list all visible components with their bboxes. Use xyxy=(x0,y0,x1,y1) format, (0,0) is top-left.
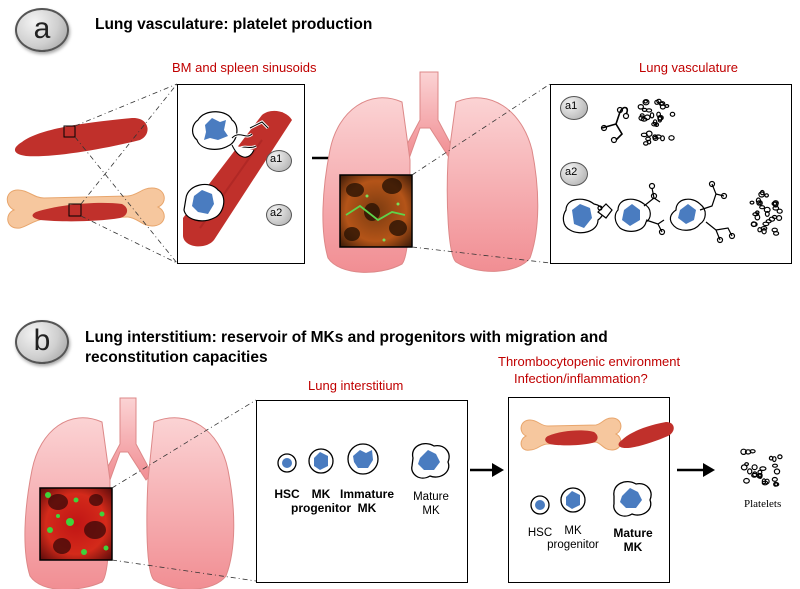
platelet xyxy=(761,480,769,486)
tag-a2-circle xyxy=(266,204,292,226)
immature-mk-label-1: Immature xyxy=(339,487,395,501)
platelet xyxy=(777,454,783,460)
platelet xyxy=(664,103,670,108)
panel-b-badge: b xyxy=(15,320,69,364)
tag-right-a2: a2 xyxy=(565,166,578,178)
mk-progenitor-label-1: MK xyxy=(311,487,331,501)
lung-vasculature-label: Lung vasculature xyxy=(639,60,739,75)
platelet xyxy=(657,114,664,121)
platelet-cluster-b xyxy=(740,448,783,487)
platelet xyxy=(754,210,760,215)
platelet xyxy=(772,201,779,208)
platelet xyxy=(669,111,676,117)
platelet xyxy=(743,477,750,484)
tag-a1: a1 xyxy=(270,153,283,165)
platelet xyxy=(757,472,763,478)
env-label-line1: Thrombocytopenic environment xyxy=(498,354,681,369)
platelet xyxy=(771,463,778,468)
mature-mk-label-2: MK xyxy=(422,505,440,517)
platelet xyxy=(749,449,756,454)
panel-a-badge: a xyxy=(15,8,69,52)
tag-right-a1: a1 xyxy=(565,100,578,112)
platelet xyxy=(754,214,761,221)
platelet xyxy=(759,205,766,210)
mature-mk-label-2-1: Mature xyxy=(613,526,653,540)
platelet xyxy=(771,476,778,482)
platelet xyxy=(759,466,767,472)
platelet xyxy=(654,99,660,105)
env-label-line2: Infection/inflammation? xyxy=(514,371,648,386)
tag-right-a1-circle xyxy=(560,96,588,120)
platelet xyxy=(644,114,651,121)
tag-right-a2-circle xyxy=(560,162,588,186)
platelet xyxy=(776,208,783,214)
mk-progenitor-label-2-2: progenitor xyxy=(547,539,599,551)
platelet xyxy=(764,210,770,217)
platelet xyxy=(773,481,779,487)
hsc-label: HSC xyxy=(274,487,300,501)
mk-progenitor-label-2-1: MK xyxy=(564,525,582,537)
immature-mk-label-2: MK xyxy=(357,501,377,515)
platelet xyxy=(758,200,763,206)
mature-mk-label-1: Mature xyxy=(413,491,449,503)
platelet-cluster-a1 xyxy=(637,98,676,146)
panel-b-title-line1: Lung interstitium: reservoir of MKs and … xyxy=(85,329,608,346)
platelet xyxy=(771,214,778,220)
mk-progenitor-label-2: progenitor xyxy=(291,501,351,515)
platelet xyxy=(747,468,753,475)
mature-mk-label-2-2: MK xyxy=(623,540,643,554)
platelet xyxy=(768,455,774,461)
interstitium-label: Lung interstitium xyxy=(308,378,404,393)
panel-a-title: Lung vasculature: platelet production xyxy=(95,16,373,33)
platelets-label: Platelets xyxy=(744,498,782,510)
platelet xyxy=(740,448,747,455)
platelet xyxy=(657,116,663,123)
platelet xyxy=(645,108,653,113)
tag-a2: a2 xyxy=(270,207,283,219)
platelet xyxy=(752,471,758,478)
platelet xyxy=(637,104,645,110)
platelet xyxy=(771,227,778,233)
platelet xyxy=(773,468,781,475)
platelet xyxy=(764,193,769,198)
platelet xyxy=(757,226,763,233)
sinusoids-label: BM and spleen sinusoids xyxy=(172,60,317,75)
platelet xyxy=(643,99,649,104)
platelet xyxy=(642,98,650,106)
platelet xyxy=(763,206,771,213)
platelet xyxy=(761,227,767,235)
platelet xyxy=(640,132,648,138)
platelet xyxy=(749,200,755,205)
platelet xyxy=(639,113,645,118)
platelet xyxy=(740,464,748,471)
panel-b-title-line2: reconstitution capacities xyxy=(85,349,268,366)
platelet xyxy=(762,221,770,227)
platelet xyxy=(646,139,652,145)
platelet xyxy=(654,134,662,139)
lung-vasculature-box xyxy=(550,84,792,264)
platelet xyxy=(649,112,655,119)
platelet xyxy=(758,191,765,198)
platelet xyxy=(651,121,658,127)
interstitium-box xyxy=(256,400,468,583)
platelet xyxy=(668,135,675,141)
tag-a1-circle xyxy=(266,150,292,172)
hsc-label-2: HSC xyxy=(527,527,553,539)
platelet-cluster-a2 xyxy=(749,189,783,236)
platelet xyxy=(658,101,665,106)
platelet xyxy=(750,221,757,228)
platelet xyxy=(751,464,758,471)
